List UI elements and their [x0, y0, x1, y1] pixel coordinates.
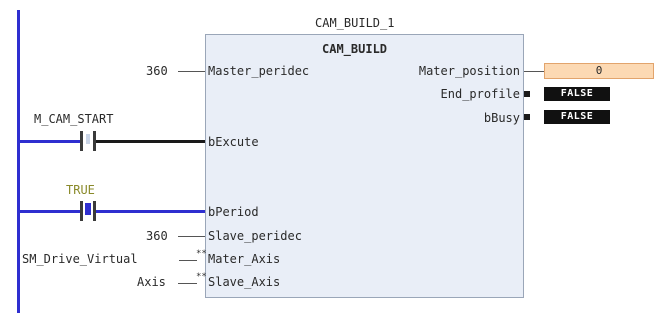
- pin-master-peridec[interactable]: Master_peridec: [208, 64, 310, 78]
- reference-marker: **: [196, 272, 207, 282]
- contact-m-cam-start[interactable]: [80, 131, 96, 151]
- output-mater-position-value[interactable]: 0: [544, 63, 654, 79]
- value-slave-axis[interactable]: Axis: [137, 275, 166, 289]
- output-bbusy-value[interactable]: FALSE: [544, 110, 610, 124]
- fb-instance-name[interactable]: CAM_BUILD_1: [315, 16, 395, 30]
- contact-on-indicator: [85, 203, 91, 215]
- connector-slave-axis: [178, 283, 197, 284]
- pin-slave-peridec[interactable]: Slave_peridec: [208, 229, 302, 243]
- pin-bperiod[interactable]: bPeriod: [208, 205, 259, 219]
- wire-rail-to-m-cam-start: [20, 140, 80, 143]
- connector-master-peridec: [178, 71, 205, 72]
- connector-mater-axis: [179, 260, 197, 261]
- pin-mater-position[interactable]: Mater_position: [418, 64, 520, 78]
- value-master-peridec[interactable]: 360: [146, 64, 168, 78]
- wire-rail-to-true: [20, 210, 80, 213]
- connector-mater-position: [524, 71, 544, 72]
- pin-slave-axis[interactable]: Slave_Axis: [208, 275, 281, 289]
- pin-mater-axis[interactable]: Mater_Axis: [208, 252, 281, 266]
- value-slave-peridec[interactable]: 360: [146, 229, 168, 243]
- value-mater-axis[interactable]: SM_Drive_Virtual: [22, 252, 138, 266]
- contact-off-indicator: [86, 134, 90, 144]
- connector-bbusy: [524, 114, 530, 120]
- contact-true[interactable]: [80, 201, 96, 221]
- connector-end-profile: [524, 91, 530, 97]
- contact-label-true[interactable]: TRUE: [66, 183, 95, 197]
- contact-label-m-cam-start[interactable]: M_CAM_START: [34, 112, 114, 126]
- output-end-profile-value[interactable]: FALSE: [544, 87, 610, 101]
- wire-m-cam-start-to-bexcute: [96, 140, 205, 143]
- left-power-rail: [17, 10, 20, 313]
- fb-type-name: CAM_BUILD: [322, 42, 388, 56]
- reference-marker: **: [196, 249, 207, 259]
- wire-true-to-bperiod: [96, 210, 205, 213]
- pin-end-profile[interactable]: End_profile: [440, 87, 520, 101]
- function-block-box[interactable]: [205, 34, 524, 298]
- pin-bexcute[interactable]: bExcute: [208, 135, 259, 149]
- pin-bbusy[interactable]: bBusy: [483, 111, 520, 125]
- connector-slave-peridec: [178, 236, 205, 237]
